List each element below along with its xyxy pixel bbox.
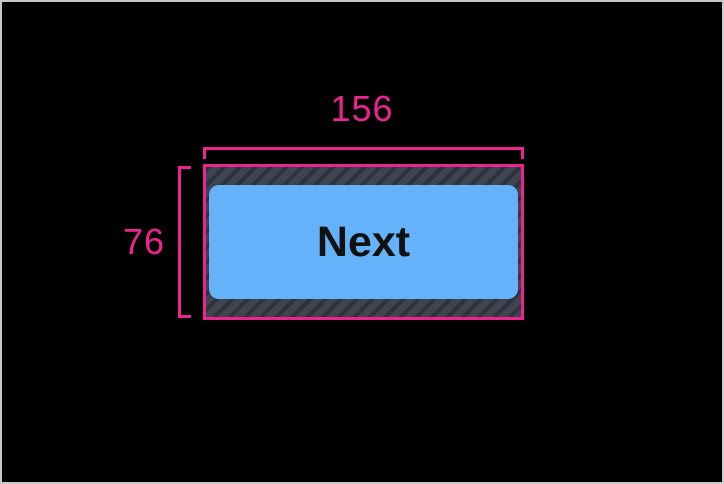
touch-target-area: Next [203,164,524,320]
width-dimension-label: 156 [330,88,394,129]
next-button[interactable]: Next [209,185,518,299]
width-measurement-bracket [203,147,524,159]
height-measurement-bracket [178,166,191,318]
height-dimension-label: 76 [122,221,166,262]
